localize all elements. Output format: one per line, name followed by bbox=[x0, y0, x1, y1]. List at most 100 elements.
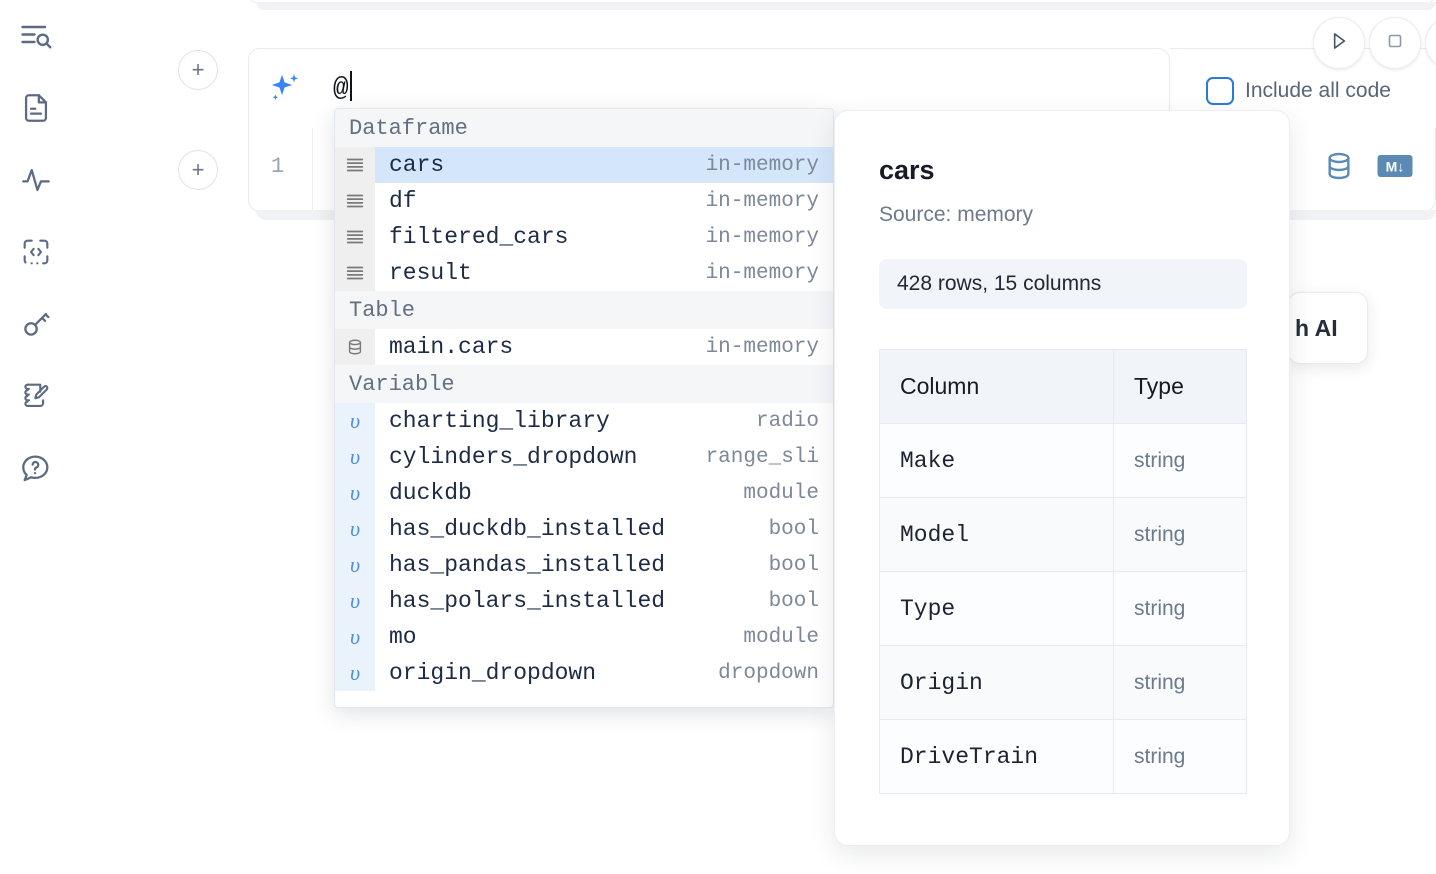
sidebar-item-scratchpad[interactable] bbox=[14, 374, 58, 418]
sidebar-item-explore-search[interactable] bbox=[14, 14, 58, 58]
autocomplete-item[interactable]: cars in-memory bbox=[335, 147, 833, 183]
autocomplete-item-name: result bbox=[389, 260, 472, 286]
doc-source: Source: memory bbox=[879, 203, 1034, 226]
autocomplete-item-body: df in-memory bbox=[375, 183, 833, 219]
ai-suggestion-card-label: h AI bbox=[1295, 314, 1338, 341]
run-icon bbox=[1326, 28, 1352, 59]
autocomplete-item-type: bool bbox=[768, 589, 819, 613]
dataframe-icon bbox=[335, 255, 375, 291]
autocomplete-item-name: has_pandas_installed bbox=[389, 552, 666, 578]
doc-column-name: Make bbox=[879, 423, 1114, 498]
variable-icon: υ bbox=[335, 403, 375, 439]
autocomplete-section-header: Dataframe bbox=[335, 109, 833, 147]
autocomplete-item-name: filtered_cars bbox=[389, 224, 569, 250]
plus-icon: + bbox=[191, 57, 205, 82]
doc-table-header-row: Column Type bbox=[879, 349, 1247, 424]
sidebar-item-notebook-file[interactable] bbox=[14, 86, 58, 130]
plus-icon: + bbox=[191, 157, 205, 182]
variable-icon: υ bbox=[335, 511, 375, 547]
add-cell-button-top[interactable]: + bbox=[178, 50, 218, 90]
doc-column-name: Type bbox=[879, 571, 1114, 646]
ai-sparkle-icon bbox=[267, 71, 303, 107]
table-db-icon bbox=[335, 329, 375, 365]
line-number: 1 bbox=[271, 154, 285, 179]
sidebar-item-snippets[interactable] bbox=[14, 230, 58, 274]
run-cell-button[interactable] bbox=[1313, 17, 1365, 69]
doc-title: cars bbox=[879, 155, 935, 185]
autocomplete-item-type: bool bbox=[768, 553, 819, 577]
documentation-panel: cars Source: memory 428 rows, 15 columns… bbox=[834, 110, 1290, 846]
autocomplete-item-type: in-memory bbox=[705, 225, 819, 249]
ai-prompt-input[interactable]: @ bbox=[333, 71, 352, 103]
autocomplete-item-type: in-memory bbox=[705, 189, 819, 213]
autocomplete-item[interactable]: υ has_duckdb_installed bool bbox=[335, 511, 833, 547]
autocomplete-item-name: cars bbox=[389, 152, 445, 178]
svg-text:M↓: M↓ bbox=[1386, 159, 1405, 175]
doc-column-name: Origin bbox=[879, 645, 1114, 720]
variable-icon: υ bbox=[335, 583, 375, 619]
sidebar-item-help[interactable] bbox=[14, 446, 58, 490]
sidebar-item-activity[interactable] bbox=[14, 158, 58, 202]
doc-column-type: string bbox=[1113, 497, 1247, 572]
autocomplete-item-name: df bbox=[389, 188, 417, 214]
sidebar-rail bbox=[0, 0, 72, 874]
doc-column-type: string bbox=[1113, 719, 1247, 794]
stop-cell-button[interactable] bbox=[1369, 17, 1421, 69]
include-all-code-label: Include all code bbox=[1245, 79, 1391, 102]
variable-icon: υ bbox=[335, 475, 375, 511]
activity-pulse-icon bbox=[19, 163, 53, 197]
autocomplete-section-header: Variable bbox=[335, 365, 833, 403]
doc-column-type: string bbox=[1113, 423, 1247, 498]
autocomplete-item-name: has_duckdb_installed bbox=[389, 516, 666, 542]
doc-header-column: Column bbox=[879, 349, 1114, 424]
include-all-code-checkbox[interactable] bbox=[1206, 77, 1234, 105]
doc-column-type: string bbox=[1113, 645, 1247, 720]
dataframe-icon bbox=[335, 183, 375, 219]
list-search-icon bbox=[18, 18, 54, 54]
autocomplete-item[interactable]: υ has_pandas_installed bool bbox=[335, 547, 833, 583]
autocomplete-item[interactable]: filtered_cars in-memory bbox=[335, 219, 833, 255]
autocomplete-item-body: has_pandas_installed bool bbox=[375, 547, 833, 583]
autocomplete-item-name: cylinders_dropdown bbox=[389, 444, 638, 470]
autocomplete-item-name: charting_library bbox=[389, 408, 610, 434]
include-all-code-row[interactable]: Include all code bbox=[1206, 77, 1391, 105]
database-icon[interactable] bbox=[1323, 150, 1355, 187]
doc-shape-badge: 428 rows, 15 columns bbox=[879, 259, 1247, 309]
add-cell-button-bottom[interactable]: + bbox=[178, 150, 218, 190]
document-icon bbox=[19, 91, 53, 125]
autocomplete-item[interactable]: df in-memory bbox=[335, 183, 833, 219]
variable-icon: υ bbox=[335, 439, 375, 475]
dataframe-icon bbox=[335, 219, 375, 255]
code-brackets-icon bbox=[19, 235, 53, 269]
previous-cell-shadow bbox=[256, 2, 1436, 10]
dataframe-icon bbox=[335, 147, 375, 183]
autocomplete-item-type: module bbox=[743, 625, 819, 649]
sidebar-item-secrets[interactable] bbox=[14, 302, 58, 346]
autocomplete-item-type: bool bbox=[768, 517, 819, 541]
variable-icon: υ bbox=[335, 547, 375, 583]
autocomplete-item-type: dropdown bbox=[718, 661, 819, 685]
autocomplete-item-type: in-memory bbox=[705, 153, 819, 177]
markdown-icon[interactable]: M↓ bbox=[1377, 153, 1413, 184]
doc-column-name: DriveTrain bbox=[879, 719, 1114, 794]
autocomplete-item-body: cars in-memory bbox=[375, 147, 833, 183]
ai-suggestion-card[interactable]: h AI bbox=[1288, 292, 1368, 364]
